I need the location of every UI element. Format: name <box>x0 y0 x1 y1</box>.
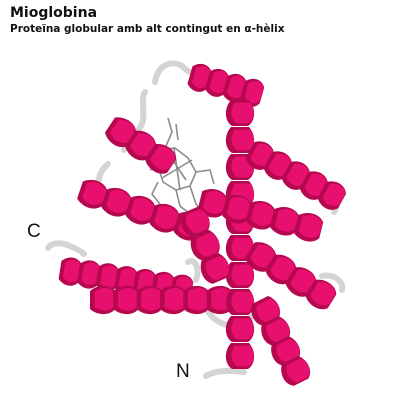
helix-h <box>197 189 324 242</box>
helix-turn-front <box>231 129 254 151</box>
alpha-helices <box>58 63 346 386</box>
helix-e <box>187 63 265 107</box>
helix-turn-front <box>276 338 300 363</box>
helix-turn-front <box>310 282 336 306</box>
helix-d <box>105 117 177 174</box>
helix-turn-front <box>244 81 264 104</box>
helix-turn-front <box>322 183 345 206</box>
n-terminus-label: N <box>176 361 190 382</box>
helix-i <box>245 242 337 310</box>
helix-turn-front <box>141 288 162 311</box>
helix-turn-front <box>110 119 135 143</box>
helix-turn-front <box>130 198 155 221</box>
coil-center <box>185 258 201 283</box>
helix-turn-front <box>231 291 254 313</box>
helix-turn-front <box>256 298 280 323</box>
figure-title: Mioglobina <box>10 5 98 21</box>
helix-turn-front <box>206 255 230 281</box>
c-terminus-label: C <box>27 221 41 242</box>
helix-turn-front <box>250 244 276 268</box>
helix-turn-front <box>82 182 107 205</box>
coil-n-term <box>203 367 247 379</box>
helix-turn-front <box>164 288 186 311</box>
helix-turn-front <box>231 264 254 286</box>
helix-turn-front <box>94 288 116 311</box>
helix-turn-front <box>290 269 316 293</box>
helix-k <box>180 206 230 284</box>
helix-turn-front <box>117 288 139 311</box>
helix-turn-front <box>130 133 155 157</box>
helix-turn-front <box>286 358 310 383</box>
helix-turn-front <box>227 76 247 99</box>
helix-b <box>90 285 233 315</box>
helix-turn-front <box>196 232 220 257</box>
helix-turn-front <box>231 102 254 124</box>
helix-f <box>225 100 255 369</box>
helix-turn-front <box>270 257 296 281</box>
helix-j <box>251 295 311 386</box>
helix-turn-front <box>192 66 212 89</box>
helix-turn-front <box>150 146 175 170</box>
helix-turn-front <box>286 163 309 186</box>
helix-turn-front <box>100 265 119 288</box>
helix-turn-front <box>250 203 275 226</box>
helix-turn-front <box>81 262 101 285</box>
helix-turn-front <box>304 173 327 196</box>
helix-g <box>245 141 346 210</box>
helix-turn-front <box>186 209 210 234</box>
helix-turn-front <box>187 288 209 311</box>
helix-turn-front <box>202 191 227 214</box>
helix-turn-front <box>268 153 291 176</box>
helix-turn-front <box>298 215 323 238</box>
helix-turn-front <box>266 318 290 343</box>
helix-turn-front <box>118 268 138 291</box>
figure-subtitle: Proteïna globular amb alt contingut en α… <box>10 23 285 35</box>
helix-turn-front <box>250 143 273 166</box>
helix-turn-front <box>62 259 82 283</box>
helix-turn-front <box>231 345 254 367</box>
helix-turn-front <box>226 197 251 220</box>
helix-turn-front <box>274 209 299 232</box>
helix-turn-front <box>106 190 131 213</box>
helix-turn-front <box>209 71 229 94</box>
helix-turn-front <box>154 206 179 229</box>
coil-c-term <box>45 240 87 257</box>
coil-right-bottom <box>319 272 346 293</box>
helix-turn-front <box>231 318 254 340</box>
